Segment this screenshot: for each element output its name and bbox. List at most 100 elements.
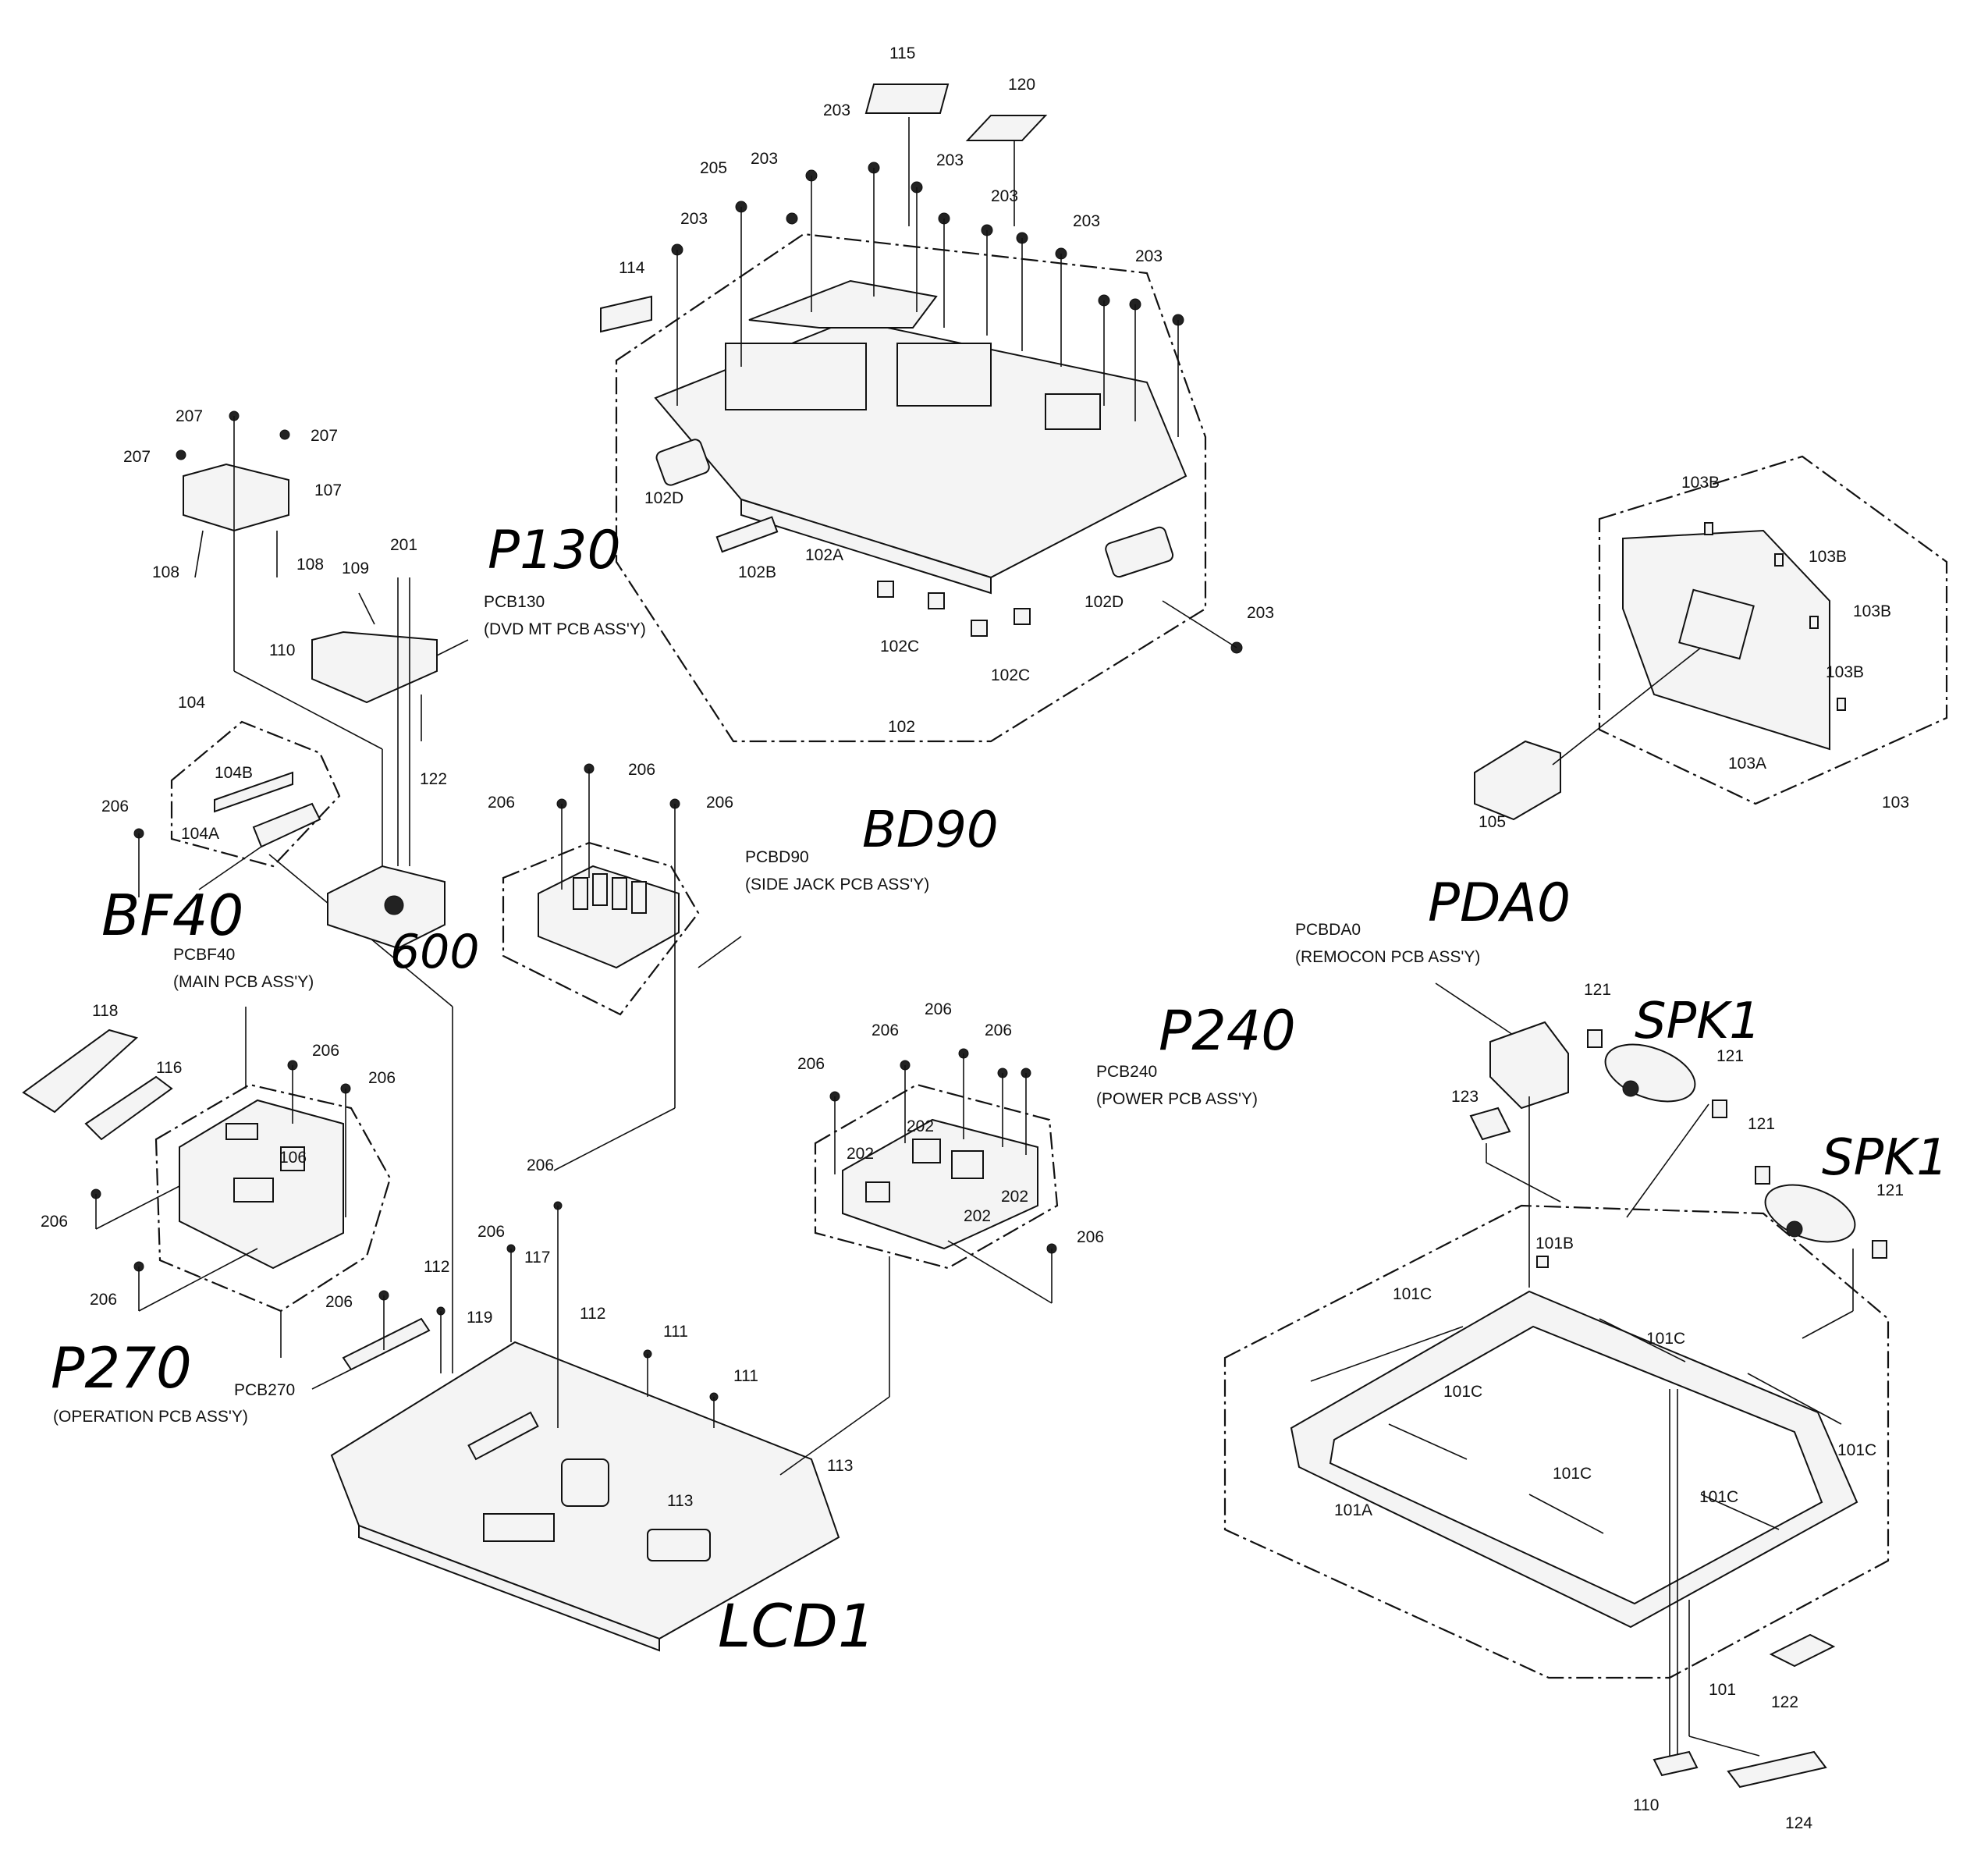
label-102D-right: 102D bbox=[1085, 593, 1124, 611]
part-102B bbox=[715, 516, 779, 553]
part-114 bbox=[600, 295, 652, 333]
jack-4 bbox=[631, 881, 647, 914]
part-121-c bbox=[1755, 1166, 1770, 1185]
label-113-a: 113 bbox=[827, 1457, 853, 1475]
handwritten-bf40: BF40 bbox=[101, 883, 243, 948]
label-201: 201 bbox=[390, 536, 417, 554]
group-outline-pcbf40 bbox=[154, 1083, 392, 1313]
label-206-f40-b: 206 bbox=[368, 1069, 396, 1087]
group-outline-101 bbox=[1223, 1204, 1890, 1679]
label-103B-b: 103B bbox=[1809, 548, 1847, 566]
part-110-right bbox=[1653, 1750, 1699, 1777]
label-101: 101 bbox=[1709, 1681, 1736, 1699]
panel-103-group: 103B 103B 103B 103B 103A 103 105 bbox=[1474, 455, 1948, 831]
label-120: 120 bbox=[1008, 76, 1035, 94]
label-104B: 104B bbox=[215, 764, 253, 782]
label-206-270: 206 bbox=[325, 1293, 353, 1311]
speaker-right-magnet bbox=[1786, 1220, 1803, 1238]
label-207-b: 207 bbox=[123, 448, 151, 466]
label-203-h: 203 bbox=[1247, 604, 1274, 622]
label-121-b: 121 bbox=[1716, 1047, 1744, 1065]
part-101C-b bbox=[1599, 1318, 1686, 1362]
bracket-107-area: 207 207 207 107 108 108 109 201 110 122 … bbox=[123, 407, 646, 874]
label-202-c: 202 bbox=[1001, 1188, 1028, 1206]
label-117: 117 bbox=[524, 1249, 550, 1266]
pcb130-code: PCB130 bbox=[484, 593, 545, 611]
label-103B-a: 103B bbox=[1681, 474, 1720, 492]
screws-203 bbox=[671, 162, 1243, 654]
label-108-b: 108 bbox=[296, 556, 324, 574]
label-107: 107 bbox=[314, 481, 342, 499]
label-101C-a: 101C bbox=[1393, 1285, 1432, 1303]
part-101C-d bbox=[1528, 1494, 1604, 1534]
bracket-104-group: 104 104B 104A 206 BF40 bbox=[101, 694, 453, 1373]
label-206-bf40: 206 bbox=[101, 798, 129, 815]
pcbf40-code: PCBF40 bbox=[173, 946, 235, 964]
part-115 bbox=[864, 83, 950, 114]
group-outline-pcb240 bbox=[814, 1083, 1059, 1270]
handwritten-p130: P130 bbox=[488, 520, 621, 581]
lcd1-frame-edge bbox=[358, 1524, 660, 1652]
dvd-mechanism-600: 600 bbox=[327, 865, 480, 979]
label-103A: 103A bbox=[1728, 755, 1766, 773]
part-102C-b bbox=[928, 592, 945, 609]
label-202-a: 202 bbox=[847, 1145, 874, 1163]
screw-207-c bbox=[279, 429, 290, 440]
label-103B-d: 103B bbox=[1826, 663, 1864, 681]
label-114: 114 bbox=[619, 259, 645, 277]
part-101C-f bbox=[1747, 1373, 1842, 1425]
label-206-lcd-b: 206 bbox=[527, 1156, 554, 1174]
label-119: 119 bbox=[467, 1309, 492, 1327]
pcb240-comp-c bbox=[865, 1181, 890, 1203]
label-101C-e: 101C bbox=[1699, 1488, 1738, 1506]
label-104A: 104A bbox=[181, 825, 219, 843]
back-cover-bottom-edge bbox=[740, 498, 992, 595]
label-112-a: 112 bbox=[424, 1258, 449, 1276]
label-206-f40-c: 206 bbox=[41, 1213, 68, 1231]
pcb270-name: (OPERATION PCB ASS'Y) bbox=[53, 1408, 248, 1426]
lcd1-bracket-b bbox=[561, 1458, 609, 1507]
pcbda0-code: PCBDA0 bbox=[1295, 921, 1361, 939]
handwritten-600: 600 bbox=[390, 925, 480, 979]
handwritten-bd90: BD90 bbox=[862, 801, 999, 859]
pcb240-code: PCB240 bbox=[1096, 1063, 1157, 1081]
label-203-a: 203 bbox=[823, 101, 850, 119]
label-122: 122 bbox=[420, 770, 447, 788]
label-206-d90-a: 206 bbox=[488, 794, 515, 812]
label-206-d90-c: 206 bbox=[706, 794, 733, 812]
part-102D-right bbox=[1105, 526, 1174, 578]
lcd1-bracket-c bbox=[647, 1529, 711, 1561]
back-cover-vent bbox=[1045, 393, 1101, 430]
label-113-b: 113 bbox=[667, 1492, 693, 1510]
label-206-240-a: 206 bbox=[797, 1055, 825, 1073]
part-101-opening bbox=[1329, 1325, 1823, 1605]
label-121-d: 121 bbox=[1876, 1181, 1904, 1199]
pcbf40-main-group: PCBF40 (MAIN PCB ASS'Y) 118 116 106 206 … bbox=[22, 946, 396, 1358]
label-102: 102 bbox=[888, 718, 915, 736]
label-103B-c: 103B bbox=[1853, 602, 1891, 620]
back-cover-window bbox=[896, 343, 992, 407]
label-116: 116 bbox=[156, 1059, 182, 1077]
handwritten-lcd1: LCD1 bbox=[718, 1591, 875, 1661]
front-bezel-group: PDA0 PCBDA0 (REMOCON PCB ASS'Y) 123 121 … bbox=[1223, 872, 1948, 1832]
part-123 bbox=[1469, 1107, 1511, 1141]
label-101A: 101A bbox=[1334, 1501, 1372, 1519]
part-118 bbox=[22, 1028, 139, 1114]
handwritten-p270: P270 bbox=[51, 1335, 192, 1401]
pcb270-code: PCB270 bbox=[234, 1381, 295, 1399]
label-203-g: 203 bbox=[1135, 247, 1163, 265]
pcb240-name: (POWER PCB ASS'Y) bbox=[1096, 1090, 1258, 1108]
part-104A bbox=[252, 802, 321, 848]
label-101C-c: 101C bbox=[1443, 1383, 1482, 1401]
label-123: 123 bbox=[1451, 1088, 1479, 1106]
pcb130-name: (DVD MT PCB ASS'Y) bbox=[484, 620, 646, 638]
pcbd90-code: PCBD90 bbox=[745, 848, 809, 866]
label-102A: 102A bbox=[805, 546, 843, 564]
label-202-d: 202 bbox=[964, 1207, 991, 1225]
speaker-left-magnet bbox=[1622, 1080, 1639, 1097]
pcbd90-board bbox=[538, 865, 680, 969]
pcbf40-chip-a bbox=[225, 1123, 258, 1140]
jack-3 bbox=[612, 877, 627, 910]
part-116 bbox=[84, 1075, 173, 1141]
label-206-d90-b: 206 bbox=[628, 761, 655, 779]
